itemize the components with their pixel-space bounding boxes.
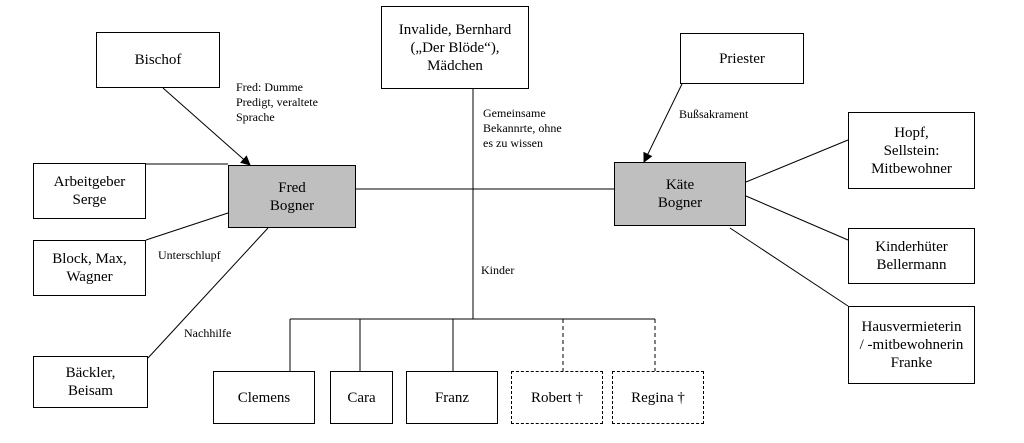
label-fred-dumme: Fred: Dumme Predigt, veraltete Sprache xyxy=(236,80,318,124)
label-bussakrament: Bußsakrament xyxy=(679,107,749,121)
node-kinderhueter: Kinderhüter Bellermann xyxy=(848,228,975,284)
line-block-fred xyxy=(145,212,229,241)
node-fred-bogner: Fred Bogner xyxy=(228,165,356,228)
arrow-bischof-fred xyxy=(162,87,251,166)
line-kinderhueter-kaete xyxy=(745,195,849,241)
node-kaete-bogner: Käte Bogner xyxy=(614,162,746,226)
node-hausvermieterin: Hausvermieterin / -mitbewohnerin Franke xyxy=(848,306,975,384)
node-robert: Robert † xyxy=(511,371,603,424)
node-franz: Franz xyxy=(406,371,498,424)
node-arbeitgeber: Arbeitgeber Serge xyxy=(33,163,146,219)
node-block: Block, Max, Wagner xyxy=(33,240,146,296)
arrow-priester-kaete xyxy=(643,83,683,163)
label-unterschlupf: Unterschlupf xyxy=(158,248,221,262)
node-cara: Cara xyxy=(330,371,393,424)
line-baeckler-fred xyxy=(147,227,269,359)
node-regina: Regina † xyxy=(612,371,704,424)
line-hausvermieterin-kaete xyxy=(729,227,849,307)
label-nachhilfe: Nachhilfe xyxy=(184,326,232,340)
line-hopf-kaete xyxy=(745,139,849,183)
node-priester: Priester xyxy=(680,33,804,84)
label-gemeinsame: Gemeinsame Bekannrte, ohne es zu wissen xyxy=(483,106,562,150)
label-kinder: Kinder xyxy=(481,263,515,277)
node-clemens: Clemens xyxy=(213,371,315,424)
node-invalide: Invalide, Bernhard („Der Blöde“), Mädche… xyxy=(381,6,529,89)
node-bischof: Bischof xyxy=(96,32,220,88)
node-baeckler: Bäckler, Beisam xyxy=(33,356,148,408)
node-hopf: Hopf, Sellstein: Mitbewohner xyxy=(848,112,975,189)
